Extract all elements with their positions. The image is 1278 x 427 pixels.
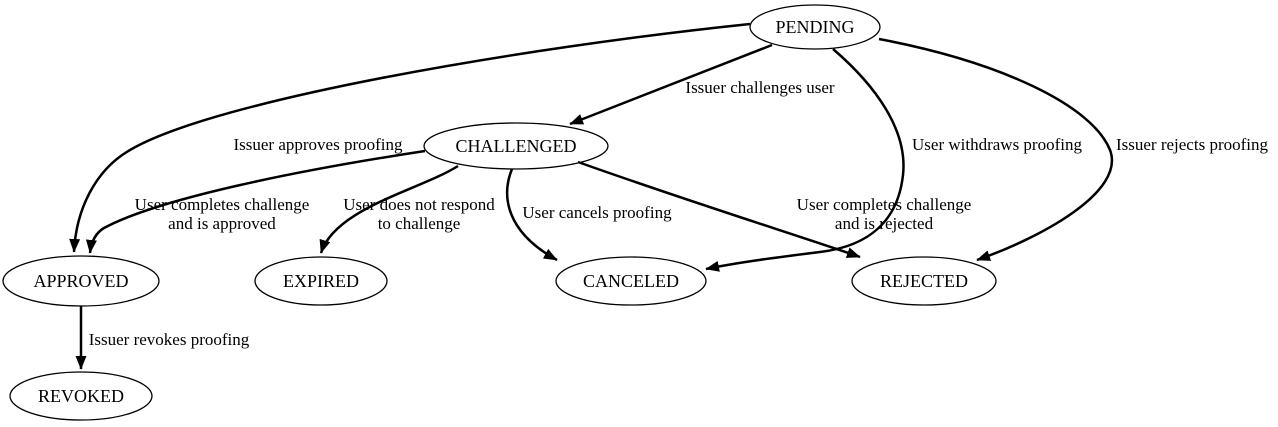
edge-challenged-to-expired: [319, 164, 459, 254]
edge-approved-to-revoked-label-line1: Issuer revokes proofing: [89, 330, 250, 349]
edge-pending-to-canceled-label-line1: User withdraws proofing: [912, 135, 1082, 154]
edge-challenged-to-canceled-label-line1: User cancels proofing: [522, 203, 672, 222]
nodes-layer: PENDING CHALLENGED APPROVED EXPIRED CANCELED…: [2, 4, 997, 421]
edge-pending-to-approved-label-line1: Issuer approves proofing: [233, 135, 403, 154]
edge-challenged-to-approved: [85, 149, 426, 254]
edge-pending-to-rejected-label-line1: Issuer rejects proofing: [1116, 135, 1269, 154]
edge-pending-to-challenged: [569, 43, 773, 126]
edge-pending-to-approved: [69, 22, 751, 253]
node-pending-shape: [749, 4, 881, 50]
node-revoked-shape: [9, 371, 153, 421]
node-canceled: CANCELED: [555, 256, 707, 306]
node-rejected-shape: [851, 256, 997, 306]
node-challenged-label: CHALLENGED: [456, 136, 577, 156]
node-revoked: REVOKED: [9, 371, 153, 421]
edge-pending-to-rejected: [878, 37, 1114, 262]
node-expired: EXPIRED: [254, 256, 388, 306]
edge-challenged-to-approved-label-line1: User completes challenge: [135, 195, 310, 214]
edge-pending-to-challenged-label-line1: Issuer challenges user: [685, 78, 835, 97]
edge-challenged-to-rejected-label-line1: User completes challenge: [797, 195, 972, 214]
edge-pending-to-canceled: [705, 48, 905, 272]
node-canceled-label: CANCELED: [583, 271, 679, 291]
edge-challenged-to-rejected-label-line2: and is rejected: [835, 214, 934, 233]
edge-challenged-to-expired-label-line2: to challenge: [378, 214, 461, 233]
node-canceled-shape: [555, 256, 707, 306]
node-approved: APPROVED: [2, 255, 160, 307]
node-challenged-shape: [423, 122, 609, 170]
node-challenged: CHALLENGED: [423, 122, 609, 170]
edge-challenged-to-canceled: [505, 168, 558, 262]
node-expired-shape: [254, 256, 388, 306]
node-pending-label: PENDING: [776, 17, 855, 37]
edge-challenged-to-approved-label-line2: and is approved: [168, 214, 276, 233]
edge-challenged-to-expired-label-line1: User does not respond: [343, 195, 495, 214]
node-approved-label: APPROVED: [33, 271, 128, 291]
node-revoked-label: REVOKED: [38, 386, 124, 406]
node-expired-label: EXPIRED: [283, 271, 359, 291]
node-pending: PENDING: [749, 4, 881, 50]
node-rejected-label: REJECTED: [880, 271, 968, 291]
node-rejected: REJECTED: [851, 256, 997, 306]
edge-challenged-to-rejected: [577, 160, 861, 259]
